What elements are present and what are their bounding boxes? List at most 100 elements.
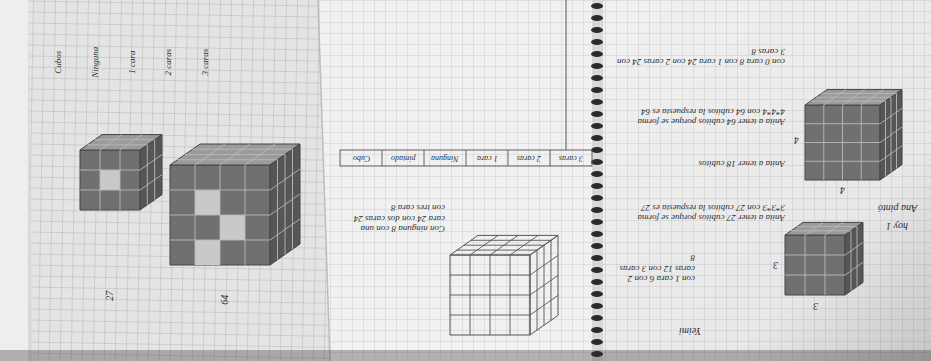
spiral-ring	[591, 99, 603, 105]
spiral-ring	[591, 135, 603, 141]
bottom-shadow	[0, 350, 931, 361]
table-divider	[550, 150, 551, 166]
cube-grid-line	[880, 127, 902, 142]
cube-grid-line	[80, 190, 140, 191]
table-divider	[424, 150, 425, 166]
cube-grid-line	[292, 149, 293, 249]
cube-grid-line	[510, 255, 511, 335]
cube-face	[450, 235, 558, 255]
spiral-ring	[591, 243, 603, 249]
cube-grid-line	[785, 255, 845, 256]
middle-page	[318, 0, 592, 361]
cube-figure	[450, 235, 558, 335]
cube-grid-line	[270, 219, 300, 240]
painted-cell	[195, 190, 220, 215]
handwritten-note: 2 caras	[517, 154, 541, 163]
spiral-ring	[591, 75, 603, 81]
handwritten-note: 3	[773, 259, 778, 271]
cube-grid-line	[170, 215, 270, 216]
cube-grid-line	[464, 245, 544, 246]
handwritten-note: pintado	[391, 154, 415, 163]
spiral-ring	[591, 207, 603, 213]
ruled-line	[566, 0, 567, 150]
cube-grid-line	[245, 165, 246, 265]
cube-grid-line	[825, 235, 826, 295]
handwritten-note: 3	[813, 300, 818, 312]
cube-face	[170, 165, 270, 265]
spiral-ring	[591, 123, 603, 129]
cube-grid-line	[530, 295, 558, 315]
spiral-ring	[591, 351, 603, 357]
handwritten-note: Cubo	[353, 154, 370, 163]
spiral-ring	[591, 315, 603, 321]
cube-grid-line	[450, 295, 530, 296]
cube-grid-line	[851, 231, 852, 291]
spiral-ring	[591, 267, 603, 273]
cube-grid-line	[154, 140, 155, 200]
table-grid	[340, 150, 592, 166]
cube-grid-line	[805, 222, 823, 235]
handwritten-note: Ana pintó	[878, 202, 917, 214]
painted-cell	[220, 215, 245, 240]
cube-grid-line	[551, 240, 552, 320]
spiral-ring	[591, 51, 603, 57]
page-edge	[318, 0, 330, 361]
spiral-ring	[591, 255, 603, 261]
spiral-ring	[591, 195, 603, 201]
cube-grid-line	[845, 262, 863, 275]
cube-figure	[80, 135, 162, 210]
cube-grid-line	[120, 150, 121, 210]
cube-drawings	[80, 90, 902, 335]
cube-face	[270, 144, 300, 265]
cube-grid-line	[87, 144, 147, 145]
cube-face	[805, 105, 880, 180]
spiral-ring	[591, 147, 603, 153]
spiral-ring	[591, 159, 603, 165]
cube-grid-line	[147, 145, 148, 205]
handwritten-note: 64	[219, 295, 231, 305]
cube-grid-line	[857, 227, 858, 287]
handwritten-note: con 1 cara 6 con 2 caras 12 con 3 caras …	[615, 253, 695, 284]
spiral-ring	[591, 183, 603, 189]
cube-grid-line	[170, 240, 270, 241]
cube-grid-line	[140, 155, 162, 170]
handwritten-note: Cubos	[53, 51, 63, 74]
handwritten-note: Ninguna	[90, 47, 100, 78]
spiral-ring	[591, 63, 603, 69]
cube-grid-line	[270, 194, 300, 215]
handwritten-note: 3 caras	[559, 154, 583, 163]
cube-grid-line	[100, 135, 122, 150]
handwritten-note: con 0 cara 8 con 1 cara 24 con 2 caras 2…	[615, 46, 785, 67]
spiral-ring	[591, 303, 603, 309]
cube-grid-line	[120, 135, 142, 150]
cube-grid-line	[805, 161, 880, 162]
handwritten-note: 27	[104, 291, 116, 301]
cube-grid-line	[185, 154, 285, 155]
cube-grid-line	[785, 275, 845, 276]
cube-grid-line	[100, 150, 101, 210]
page-shadow	[603, 0, 931, 361]
handwritten-note: 3 caras	[200, 49, 210, 76]
spiral-ring	[591, 171, 603, 177]
cube-grid-line	[822, 93, 897, 94]
spiral-ring	[591, 87, 603, 93]
cube-grid-line	[825, 222, 843, 235]
cube-face	[880, 90, 902, 180]
cube-grid-line	[80, 170, 140, 171]
painted-cell	[100, 170, 120, 190]
cube-grid-line	[791, 230, 851, 231]
handwritten-note: 2 caras	[163, 49, 173, 76]
cube-grid-line	[193, 149, 293, 150]
handwritten-note: 4	[840, 184, 845, 196]
spiral-ring	[591, 219, 603, 225]
cube-face	[845, 222, 863, 295]
handwritten-note: 4	[794, 134, 799, 146]
spiral-ring	[591, 327, 603, 333]
cube-face	[785, 235, 845, 295]
cube-grid-line	[805, 142, 880, 143]
handwritten-note: hoy 1	[886, 220, 908, 232]
cube-grid-line	[140, 175, 162, 190]
page-margin	[0, 0, 28, 361]
cube-grid-line	[816, 97, 891, 98]
